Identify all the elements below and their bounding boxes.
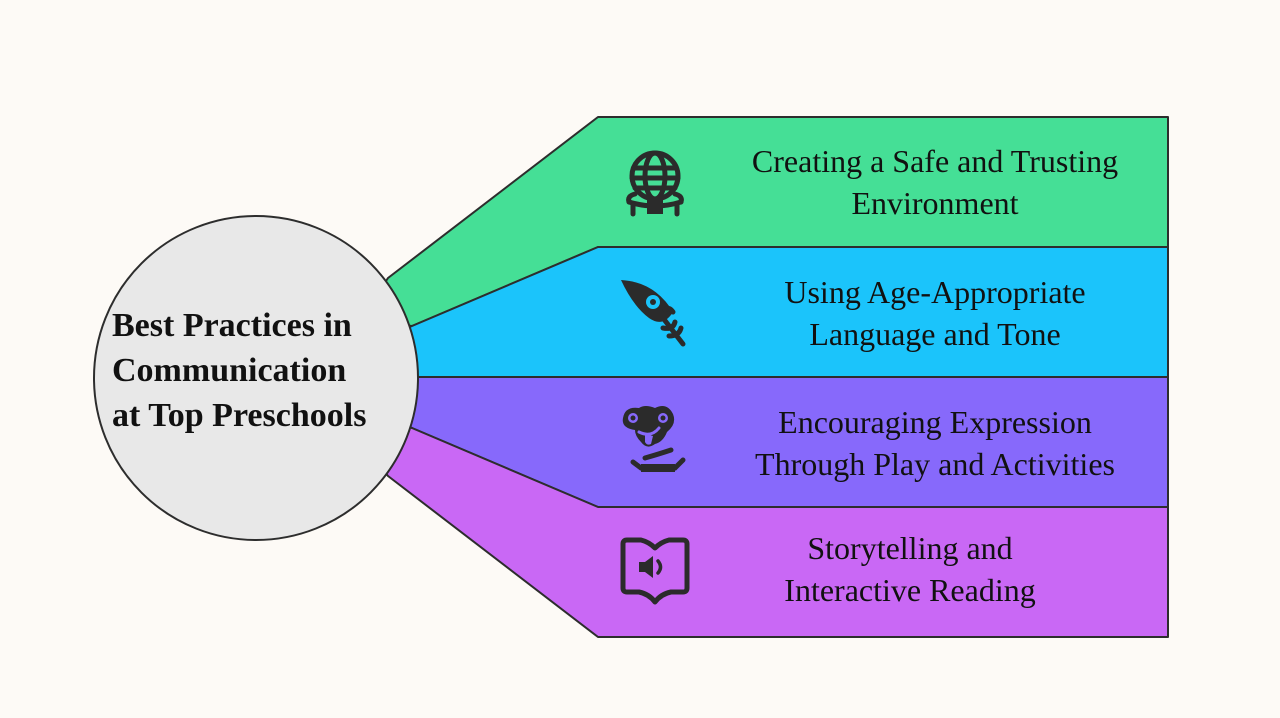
audio-book-icon (620, 537, 690, 605)
globe-stand-icon (626, 150, 684, 217)
center-title-line: Best Practices in (112, 307, 352, 344)
item-label-line: Using Age-Appropriate (784, 274, 1086, 310)
playful-face-icon (622, 406, 686, 472)
item-storytelling-label: Storytelling and Interactive Reading (680, 527, 1140, 611)
center-title: Best Practices in Communication at Top P… (112, 303, 412, 438)
item-safe-environment-label: Creating a Safe and Trusting Environment (700, 140, 1170, 224)
center-circle (93, 215, 419, 541)
feather-icon (621, 280, 686, 347)
item-label-line: Creating a Safe and Trusting (751, 143, 1119, 179)
item-label-line: Environment (851, 185, 1019, 221)
item-expression-label: Encouraging Expression Through Play and … (700, 401, 1170, 485)
item-label-line: Interactive Reading (784, 572, 1036, 608)
item-label-line: Storytelling and (807, 530, 1013, 566)
item-label-line: Encouraging Expression (778, 404, 1092, 440)
item-age-appropriate-label: Using Age-Appropriate Language and Tone (700, 271, 1170, 355)
center-title-line: at Top Preschools (112, 397, 367, 434)
center-title-line: Communication (112, 352, 347, 389)
item-label-line: Language and Tone (809, 316, 1061, 352)
item-label-line: Through Play and Activities (755, 446, 1115, 482)
